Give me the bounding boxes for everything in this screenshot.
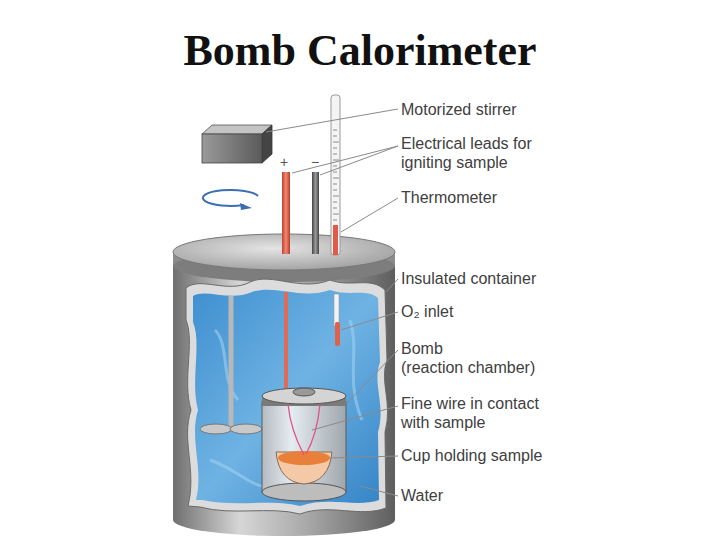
bomb-body <box>262 402 346 492</box>
part-label: Insulated container <box>401 269 536 288</box>
sample-cup <box>276 452 332 484</box>
positive-lead <box>282 172 290 254</box>
stirrer-shaft-inner <box>229 296 234 428</box>
stirrer-paddle <box>230 424 262 434</box>
thermometer-liquid <box>333 225 338 255</box>
cutaway-wall <box>186 279 388 514</box>
leader-line <box>346 350 398 404</box>
part-label: Electrical leads for igniting sample <box>401 134 532 172</box>
positive-lead-inner <box>284 292 288 402</box>
part-label: Water <box>401 486 443 505</box>
leader-line <box>320 146 398 175</box>
rotation-arrow <box>203 190 258 206</box>
bomb-knob <box>293 388 315 396</box>
part-label: Thermometer <box>401 188 497 207</box>
part-label: Fine wire in contact with sample <box>401 394 539 432</box>
part-label: Bomb (reaction chamber) <box>401 339 535 377</box>
rotation-arrowhead <box>240 203 252 210</box>
leader-line <box>360 486 398 496</box>
stirrer-paddle <box>200 424 232 434</box>
motor-top <box>202 125 272 134</box>
leader-line <box>341 312 398 330</box>
diagram-title: Bomb Calorimeter <box>0 26 720 76</box>
thermometer-ticks <box>333 130 339 220</box>
part-label: O₂ inlet <box>401 302 453 321</box>
oxygen-inlet <box>335 322 340 346</box>
leader-line <box>330 456 398 458</box>
polarity-mark: + <box>280 153 288 172</box>
container-body <box>173 252 395 520</box>
leader-line <box>266 109 398 132</box>
sample <box>278 451 330 465</box>
part-label: Motorized stirrer <box>401 100 517 119</box>
polarity-mark: − <box>311 153 319 172</box>
leader-line <box>312 406 398 430</box>
thermometer-stem <box>334 294 339 326</box>
negative-lead <box>312 172 319 254</box>
part-label: Cup holding sample <box>401 446 542 465</box>
leader-line <box>341 198 398 232</box>
bomb-lid <box>262 388 346 404</box>
motor-side <box>262 125 272 163</box>
bomb-bottom <box>262 483 346 501</box>
leader-line <box>292 146 398 173</box>
leader-line <box>386 279 398 292</box>
motor-front <box>202 134 262 163</box>
